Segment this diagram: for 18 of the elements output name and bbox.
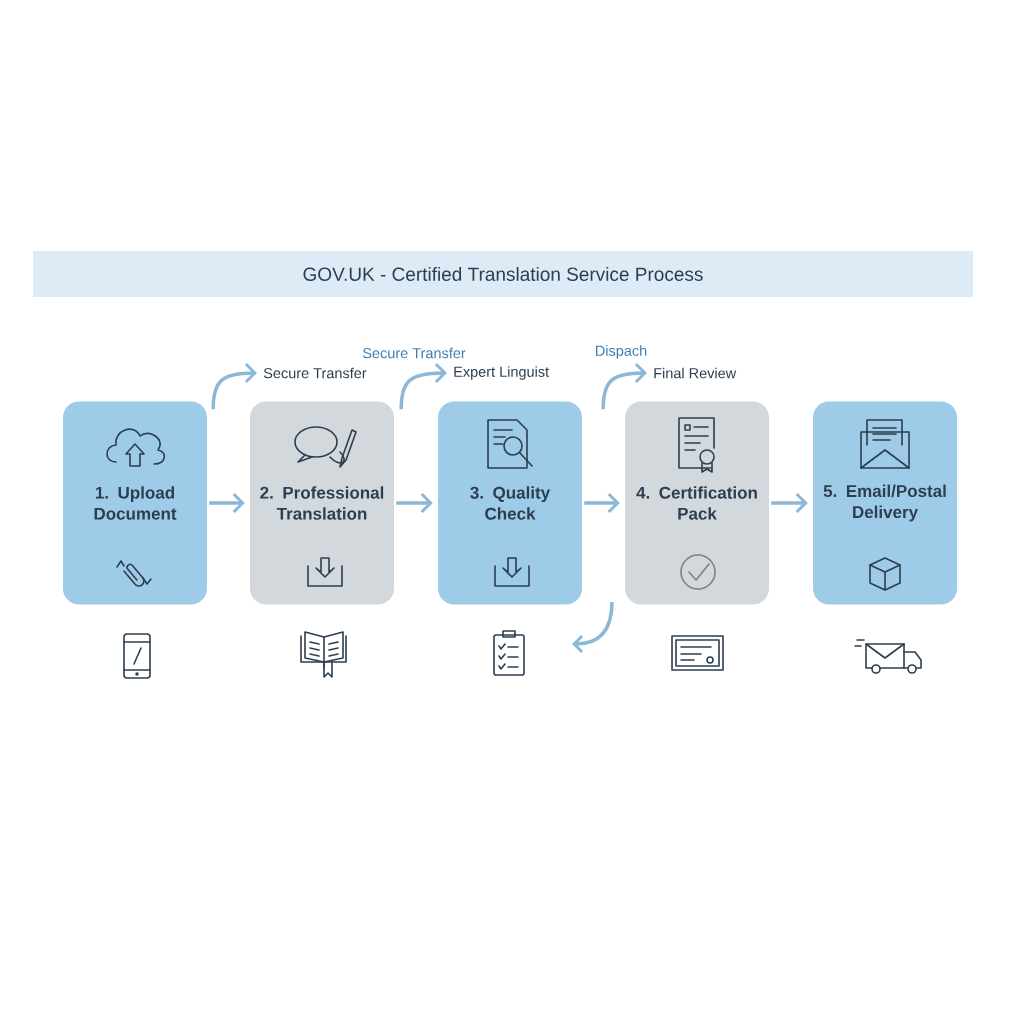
section-label: Dispach <box>596 345 647 359</box>
arrow <box>584 492 620 514</box>
step-box: 4. Certification Pack <box>625 401 769 605</box>
step-note: Expert Linguist <box>454 366 549 380</box>
arrow <box>209 492 245 514</box>
arrow <box>211 362 257 410</box>
step-note: Secure Transfer <box>263 367 367 379</box>
arrow <box>771 492 808 514</box>
section-label: Secure Transfer <box>362 347 466 359</box>
step-box: 3. Quality Check <box>438 401 582 605</box>
step-box: 2. Professional Translation <box>250 401 394 605</box>
step-box: 1. Upload Document <box>63 401 207 605</box>
arrow <box>601 362 647 410</box>
arrow <box>399 362 447 410</box>
title-banner: GOV.UK - Certified Translation Service Process <box>33 251 973 297</box>
step-box: 5. Email/Postal Delivery <box>813 401 957 605</box>
step-note: Final Review <box>654 367 737 379</box>
arrow <box>396 492 433 514</box>
